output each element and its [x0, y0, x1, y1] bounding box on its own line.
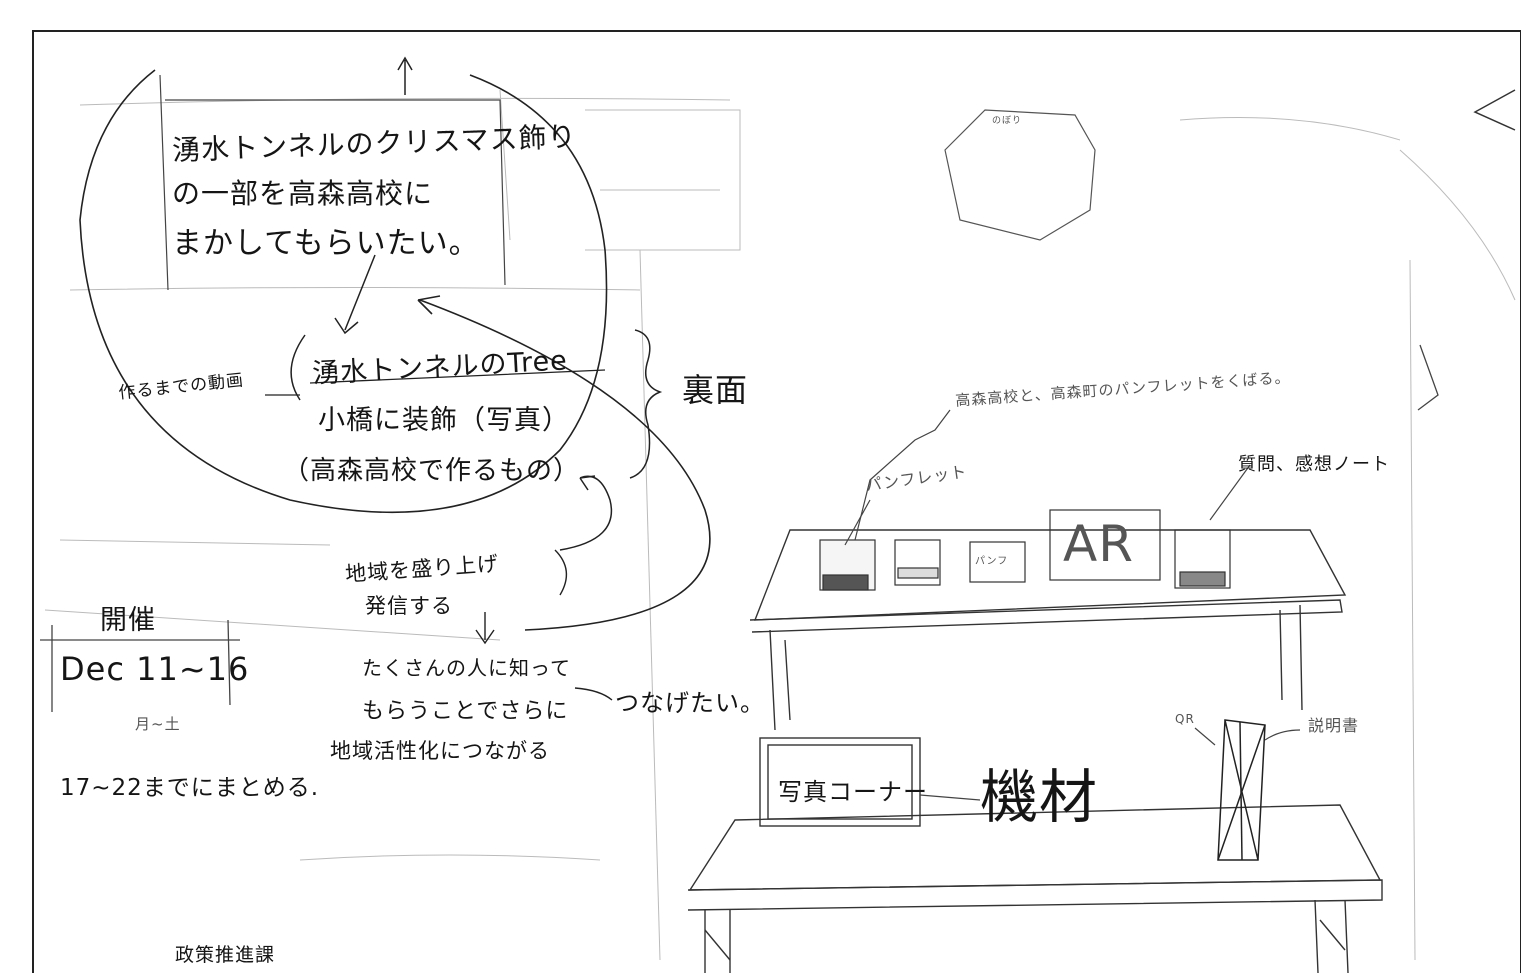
- pamphlet-box-label: パンフ: [975, 556, 1009, 567]
- loop-back-arrow: [417, 295, 711, 631]
- keep-going-arrow: [574, 687, 613, 701]
- photo-corner-label: 写真コーナー: [778, 778, 928, 806]
- edge-caret: [1473, 89, 1516, 131]
- period-dates: Dec 11~16: [60, 650, 250, 688]
- period-label: 開催: [100, 605, 156, 636]
- manual-label: 説明書: [1308, 716, 1360, 735]
- notes-loop: [79, 69, 608, 514]
- up-arrow: [397, 56, 413, 95]
- item-brace: [629, 329, 663, 479]
- promote-down-arrow: [475, 612, 495, 645]
- photo-board: [759, 737, 921, 827]
- materials-label: 機材: [980, 763, 1099, 831]
- spread-line-1: たくさんの人に知って: [362, 656, 571, 680]
- down-arrow: [334, 254, 376, 335]
- item-bracket-left: [290, 334, 306, 401]
- item-school: （高森高校で作るもの）: [283, 456, 581, 486]
- ar-sign: AR: [1063, 515, 1134, 573]
- upper-table-items: [819, 509, 1231, 591]
- item-bracket-line: [265, 369, 606, 396]
- upper-table: [749, 529, 1347, 731]
- wish-line-3: まかしてもらいたい。: [172, 226, 480, 261]
- department-label: 政策推進課: [175, 944, 276, 966]
- qr-stand: [1217, 719, 1266, 861]
- sign-label: のぼり: [992, 116, 1023, 126]
- wish-frame: [159, 74, 506, 291]
- qr-label: QR: [1175, 712, 1195, 726]
- wish-line-2: の一部を高森高校に: [172, 177, 434, 210]
- item-bridge: 小橋に装飾（写真）: [318, 405, 570, 436]
- keep-going-text: つなげたい。: [615, 689, 765, 717]
- paper-border: [32, 30, 1521, 973]
- promote-arrow: [559, 475, 613, 551]
- back-side-label: 裏面: [682, 371, 749, 409]
- spread-line-2: もらうことでさらに: [362, 699, 569, 724]
- promote-line-2: 発信する: [365, 594, 453, 618]
- question-note-label: 質問、感想ノート: [1238, 454, 1390, 475]
- date-frame: [40, 619, 240, 712]
- background-pencil-marks: [44, 89, 1516, 961]
- lower-table: [687, 804, 1383, 973]
- revitalize-text: 地域活性化につながる: [330, 739, 550, 763]
- sign-drawing: [944, 109, 1096, 241]
- booth-pointers: [844, 409, 1301, 801]
- period-days: 月~土: [135, 715, 181, 733]
- promote-bracket: [554, 549, 568, 596]
- summary-text: 17~22までにまとめる.: [60, 775, 320, 801]
- small-caret: [1417, 344, 1439, 411]
